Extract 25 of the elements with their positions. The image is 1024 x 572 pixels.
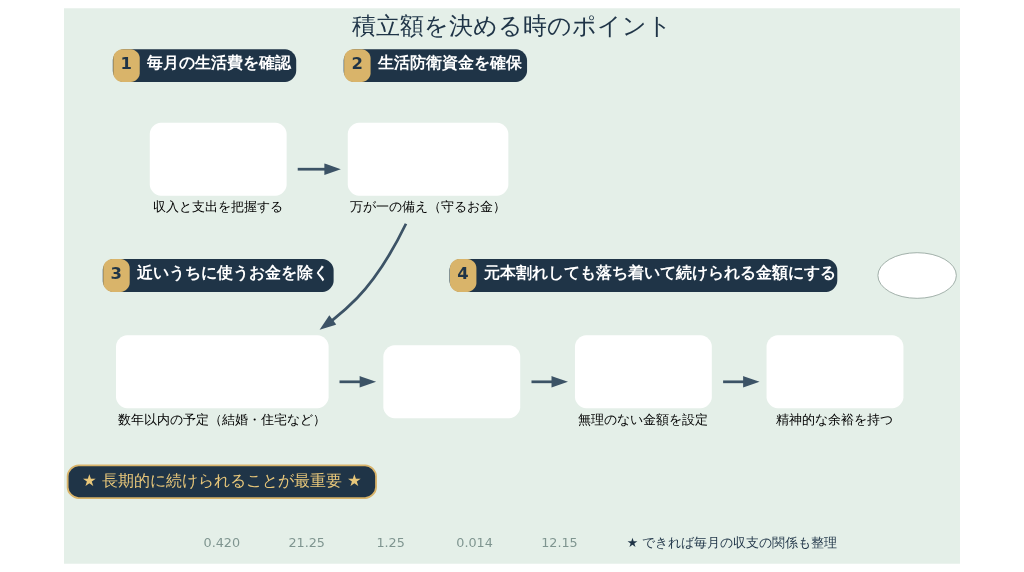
node-label: 精神的な余裕を持つ xyxy=(776,411,894,427)
label: 0.420 xyxy=(203,535,241,551)
node-box xyxy=(149,122,287,196)
node-label: 収入と支出を把握する xyxy=(152,199,283,215)
label: 0.014 xyxy=(456,535,493,551)
node-box xyxy=(574,335,712,409)
node-cloud xyxy=(877,252,957,299)
arrow xyxy=(339,376,377,388)
arrow xyxy=(319,223,408,330)
arrow xyxy=(297,163,341,175)
node-box xyxy=(383,345,521,419)
node-box xyxy=(766,335,904,409)
node-label: 万が一の備え（守るお金） xyxy=(349,199,506,215)
label: ★ できれば毎月の収支の関係も整理 xyxy=(626,535,838,551)
node-box: ★ 長期的に続けられることが最重要 ★ xyxy=(66,464,377,500)
arrow xyxy=(531,376,568,388)
node-label: 数年以内の予定（結婚・住宅など） xyxy=(117,411,326,427)
label: 1.25 xyxy=(376,535,405,551)
node-box xyxy=(116,335,329,409)
node-box xyxy=(347,122,509,196)
diagram-title: 積立額を決める時のポイント xyxy=(352,12,672,41)
label: 12.15 xyxy=(541,535,578,551)
node-label: 無理のない金額を設定 xyxy=(578,411,709,427)
label: 21.25 xyxy=(288,535,325,551)
arrow xyxy=(723,376,760,388)
